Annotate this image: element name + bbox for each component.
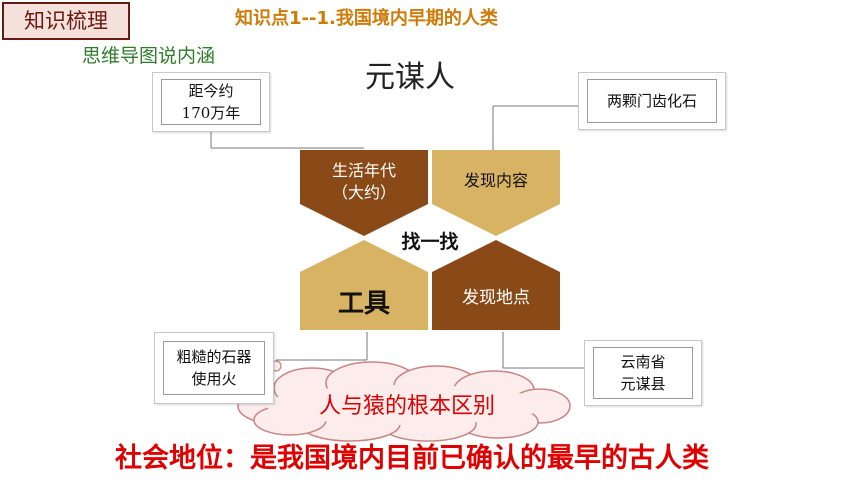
mind-map-subheading: 思维导图说内涵 [82, 45, 216, 67]
social-status-statement: 社会地位：是我国境内目前已确认的最早的古人类 [115, 443, 709, 474]
quadrant-top-right-shape [432, 150, 560, 236]
info-box-top-right: 两颗门齿化石 [578, 72, 726, 130]
info-box-bottom-right: 云南省 元谋县 [584, 340, 702, 406]
quadrant-bottom-right-shape [432, 240, 560, 330]
info-box-bottom-right-text: 云南省 元谋县 [593, 347, 693, 399]
info-box-bottom-left: 粗糙的石器 使用火 [154, 332, 274, 404]
quadrant-top-left-shape [300, 150, 428, 236]
quadrant-bottom-left-shape [300, 240, 428, 330]
info-box-top-left: 距今约 170万年 [152, 72, 270, 132]
info-box-bottom-left-text: 粗糙的石器 使用火 [163, 341, 265, 395]
quadrant-top-left-label: 生活年代 （大约） [331, 161, 396, 202]
diagram-center-title: 元谋人 [365, 60, 455, 95]
cloud-label: 人与猿的根本区别 [318, 394, 495, 419]
quadrant-bottom-right-label: 发现地点 [462, 287, 530, 308]
info-box-top-left-text: 距今约 170万年 [161, 79, 261, 125]
cloud-fill-cover [266, 385, 546, 425]
quadrant-top-right-label: 发现内容 [463, 171, 528, 190]
knowledge-review-tag: 知识梳理 [2, 2, 130, 40]
info-box-top-right-text: 两颗门齿化石 [587, 79, 717, 123]
center-find-label: 找一找 [401, 230, 459, 253]
section-heading: 知识点1--1.我国境内早期的人类 [235, 8, 498, 29]
quadrant-bottom-left-label: 工具 [337, 288, 390, 319]
